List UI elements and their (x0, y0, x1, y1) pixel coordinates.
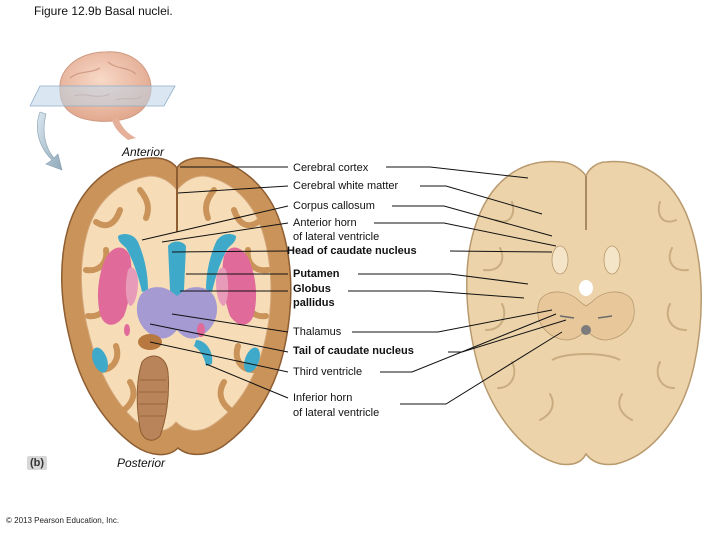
putamen-right (222, 247, 257, 325)
panel-label: (b) (27, 456, 48, 470)
figure-title: Figure 12.9b Basal nuclei. (34, 4, 173, 18)
globus-left (125, 267, 138, 306)
globus-right (216, 267, 229, 306)
brainstem-shape (136, 355, 169, 441)
leader-lines (141, 166, 567, 405)
label-head-caudate: Head of caudate nucleus (287, 245, 417, 257)
anterior-label: Anterior (122, 145, 165, 159)
label-inferior-horn-2: of lateral ventricle (293, 407, 380, 419)
brain-specimen-photo (466, 160, 702, 466)
label-thalamus: Thalamus (293, 326, 342, 338)
label-putamen: Putamen (293, 268, 340, 280)
label-globus-2: pallidus (293, 297, 335, 309)
label-third-ventricle: Third ventricle (293, 366, 363, 378)
label-corpus-callosum: Corpus callosum (293, 200, 375, 212)
view-arrow (37, 111, 63, 171)
label-tail-caudate: Tail of caudate nucleus (293, 345, 414, 357)
label-anterior-horn-1: Anterior horn (293, 217, 357, 229)
putamen-left (97, 247, 132, 325)
label-globus-1: Globus (293, 283, 331, 295)
ventricles (92, 234, 260, 373)
label-anterior-horn-2: of lateral ventricle (293, 231, 380, 243)
label-cerebral-white-matter: Cerebral white matter (293, 180, 399, 192)
posterior-label: Posterior (117, 456, 166, 470)
copyright-notice: © 2013 Pearson Education, Inc. (6, 516, 120, 525)
orientation-inset (29, 51, 176, 171)
label-cerebral-cortex: Cerebral cortex (293, 162, 369, 174)
section-illustration (61, 157, 292, 456)
label-inferior-horn-1: Inferior horn (293, 392, 353, 404)
inset-plane (29, 85, 176, 107)
